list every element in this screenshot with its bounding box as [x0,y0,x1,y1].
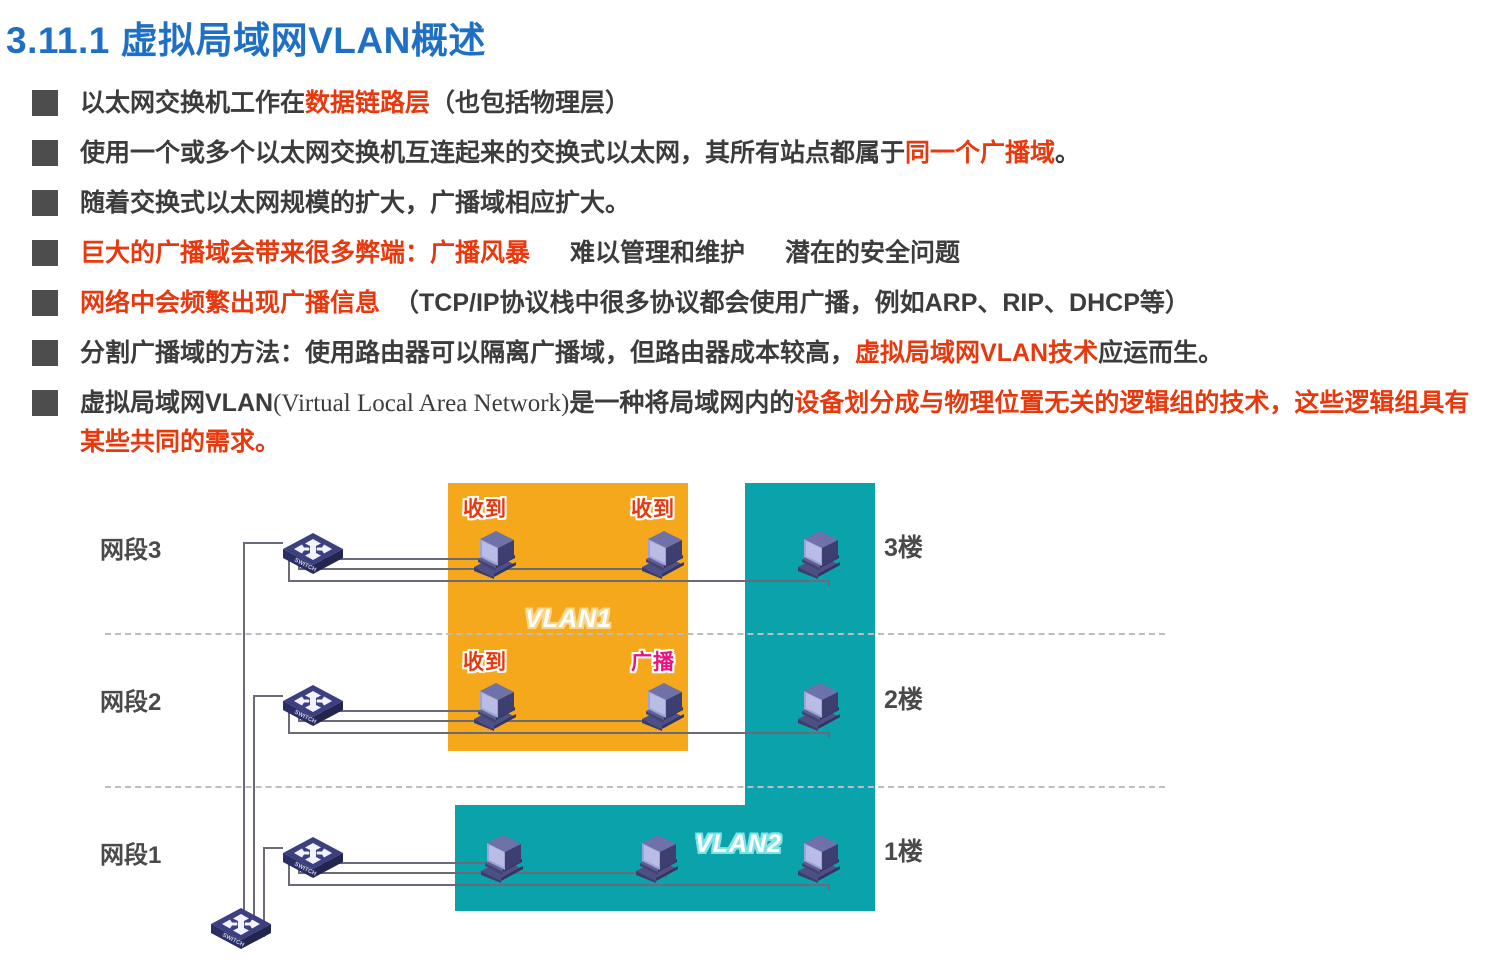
bullet-marker-icon [32,340,58,366]
bullet-vlan-definition-seg-2: 是一种将局域网内的 [569,389,795,417]
switch-segment-1: SWITCH [277,831,349,888]
bullet-marker-icon [32,390,58,416]
bullet-drawbacks-text: 巨大的广播域会带来很多弊端：广播风暴 难以管理和维护 潜在的安全问题 [80,234,960,272]
bullet-marker-icon [32,240,58,266]
segment-label-1: 网段2 [100,689,162,716]
bullet-split-domain-seg-2: 应运而生。 [1098,339,1224,367]
cable-horizontal [308,710,503,712]
cable-vertical [828,732,830,738]
bullet-split-domain: 分割广播域的方法：使用路由器可以隔离广播域，但路由器成本较高，虚拟局域网VLAN… [32,334,1472,372]
bullet-vlan-definition-text: 虚拟局域网VLAN(Virtual Local Area Network)是一种… [80,384,1472,461]
cable-horizontal [263,847,283,849]
bullet-drawbacks-seg-1: 广播风暴 [430,239,531,267]
cable-vertical [243,542,245,937]
cable-vertical [288,852,290,886]
segment-label-0: 网段3 [100,537,162,564]
bullet-ethernet-switch-layer-seg-1: 数据链路层 [305,89,431,117]
bullet-vlan-definition-seg-3: 设备划分成与物理位置无关的逻辑组的技术，这些逻辑组具有某些共同的需求。 [80,389,1470,456]
bullet-frequent-broadcast-seg-0: 网络中会频繁出现广播信息 [80,289,381,317]
page-title: 3.11.1 虚拟局域网VLAN概述 [6,20,486,61]
bullet-marker-icon [32,90,58,116]
pc-vlan2-floor1-b [628,831,684,888]
bullet-same-broadcast-domain-seg-0: 使用一个或多个以太网交换机互连起来的交换式以太网，其所有站点都属于 [80,139,906,167]
cable-horizontal [308,862,510,864]
tag-recv-f2-a: 收到 [463,651,507,674]
divider-3-2 [105,633,1165,635]
pc-vlan2-floor3 [790,527,846,584]
segment-label-2: 网段1 [100,842,162,869]
tag-recv-f3-a: 收到 [463,498,507,521]
tag-bcast-f2-b: 广播 [631,651,675,674]
bullet-split-domain-seg-1: 虚拟局域网VLAN技术 [855,339,1099,367]
pc-vlan2-floor1-c [790,831,846,888]
cable-vertical [288,548,290,582]
bullet-list: 以太网交换机工作在数据链路层（也包括物理层） 使用一个或多个以太网交换机互连起来的… [32,84,1472,473]
pc-vlan1-floor3-a [466,527,522,584]
vlan2-label: VLAN2 [695,830,782,858]
bullet-marker-icon [32,140,58,166]
bullet-domain-grows-text: 随着交换式以太网规模的扩大，广播域相应扩大。 [80,184,630,222]
bullet-split-domain-text: 分割广播域的方法：使用路由器可以隔离广播域，但路由器成本较高，虚拟局域网VLAN… [80,334,1223,372]
cable-horizontal [243,542,283,544]
pc-vlan1-floor3-b [634,527,690,584]
cable-vertical [288,700,290,734]
cable-horizontal [288,580,828,582]
pc-vlan1-floor2-a [466,679,522,736]
floor-label-1: 2楼 [884,686,923,714]
cable-vertical [828,884,830,890]
cable-horizontal [288,884,828,886]
bullet-ethernet-switch-layer-seg-0: 以太网交换机工作在 [80,89,306,117]
bullet-vlan-definition-seg-0: 虚拟局域网VLAN [80,389,274,417]
cable-horizontal [288,732,828,734]
cable-horizontal [253,695,283,697]
tag-recv-f3-b: 收到 [631,498,675,521]
bullet-frequent-broadcast: 网络中会频繁出现广播信息 （TCP/IP协议栈中很多协议都会使用广播，例如ARP、… [32,284,1472,322]
bullet-ethernet-switch-layer: 以太网交换机工作在数据链路层（也包括物理层） [32,84,1472,122]
bullet-domain-grows: 随着交换式以太网规模的扩大，广播域相应扩大。 [32,184,1472,222]
pc-vlan2-floor1-a [473,831,529,888]
bullet-drawbacks-seg-3: 难以管理和维护 [570,239,746,267]
bullet-split-domain-seg-0: 分割广播域的方法：使用路由器可以隔离广播域，但路由器成本较高， [80,339,856,367]
vlan1-label: VLAN1 [525,605,612,633]
cable-horizontal [308,558,503,560]
floor-label-0: 3楼 [884,534,923,562]
bullet-same-broadcast-domain-seg-1: 同一个广播域 [905,139,1056,167]
bullet-drawbacks: 巨大的广播域会带来很多弊端：广播风暴 难以管理和维护 潜在的安全问题 [32,234,1472,272]
floor-label-2: 1楼 [884,838,923,866]
bullet-marker-icon [32,290,58,316]
bullet-domain-grows-seg-0: 随着交换式以太网规模的扩大，广播域相应扩大。 [80,189,631,217]
bullet-vlan-definition-seg-1: (Virtual Local Area Network) [273,390,570,417]
switch-segment-2: SWITCH [277,679,349,736]
bullet-same-broadcast-domain-text: 使用一个或多个以太网交换机互连起来的交换式以太网，其所有站点都属于同一个广播域。 [80,134,1080,172]
cable-vertical [828,580,830,586]
bullet-vlan-definition: 虚拟局域网VLAN(Virtual Local Area Network)是一种… [32,384,1472,461]
cable-vertical [263,847,265,937]
bullet-ethernet-switch-layer-seg-2: （也包括物理层） [430,89,631,117]
pc-vlan1-floor2-b [634,679,690,736]
divider-2-1 [105,786,1165,788]
bullet-drawbacks-seg-0: 巨大的广播域会带来很多弊端： [80,239,431,267]
bullet-same-broadcast-domain: 使用一个或多个以太网交换机互连起来的交换式以太网，其所有站点都属于同一个广播域。 [32,134,1472,172]
bullet-ethernet-switch-layer-text: 以太网交换机工作在数据链路层（也包括物理层） [80,84,630,122]
cable-vertical [253,695,255,937]
bullet-marker-icon [32,190,58,216]
bullet-frequent-broadcast-seg-2: （TCP/IP协议栈中很多协议都会使用广播，例如ARP、RIP、DHCP等） [394,289,1190,317]
bullet-frequent-broadcast-text: 网络中会频繁出现广播信息 （TCP/IP协议栈中很多协议都会使用广播，例如ARP、… [80,284,1190,322]
bullet-same-broadcast-domain-seg-2: 。 [1055,139,1081,167]
pc-vlan2-floor2 [790,679,846,736]
bullet-drawbacks-seg-5: 潜在的安全问题 [785,239,961,267]
switch-segment-3: SWITCH [277,527,349,584]
switch-core: SWITCH [205,902,277,959]
